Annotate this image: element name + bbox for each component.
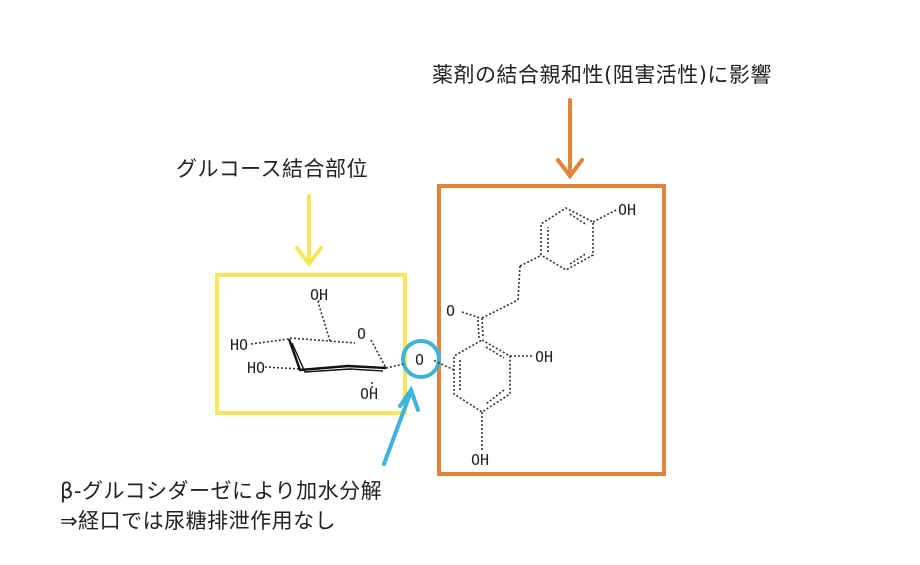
hydrolysis-note-line1: β-グルコシダーゼにより加水分解: [60, 479, 383, 503]
aglycone-moiety-box: [437, 184, 666, 476]
phenol-ring-bottom: [432, 339, 532, 450]
aglycone-chain: [461, 255, 541, 339]
ring-oxygen-label: O: [357, 325, 366, 343]
glucose-moiety-box: [215, 273, 407, 415]
phenol-oh-right-label: OH: [535, 348, 553, 366]
ch2oh-label: OH: [310, 286, 328, 304]
phenol-oh-bottom-label: OH: [471, 451, 489, 469]
ho-upper-label: HO: [230, 336, 248, 354]
hydrolysis-note-line2: ⇒経口では尿糖排泄作用なし: [60, 509, 337, 533]
phenol-ring-top: [540, 207, 617, 271]
carbonyl-oxygen-label: O: [446, 302, 455, 320]
binding-affinity-label: 薬剤の結合親和性(阻害活性)に影響: [432, 63, 772, 87]
orange-down-arrow: [556, 98, 584, 180]
yellow-down-arrow: [295, 194, 323, 268]
hydrolysis-note: β-グルコシダーゼにより加水分解 ⇒経口では尿糖排泄作用なし: [60, 478, 382, 538]
glycosidic-oxygen-label: O: [415, 351, 424, 369]
glucose-binding-site-label: グルコース結合部位: [176, 157, 369, 181]
glucose-ring: [250, 296, 405, 388]
glucose-ring-front: [287, 338, 387, 373]
ho-lower-label: HO: [247, 359, 265, 377]
phenol-oh-top-label: OH: [618, 201, 636, 219]
oh-bottom-label: OH: [360, 385, 378, 403]
blue-up-arrow: [382, 385, 420, 466]
glycosidic-bond-circle: [401, 339, 441, 379]
